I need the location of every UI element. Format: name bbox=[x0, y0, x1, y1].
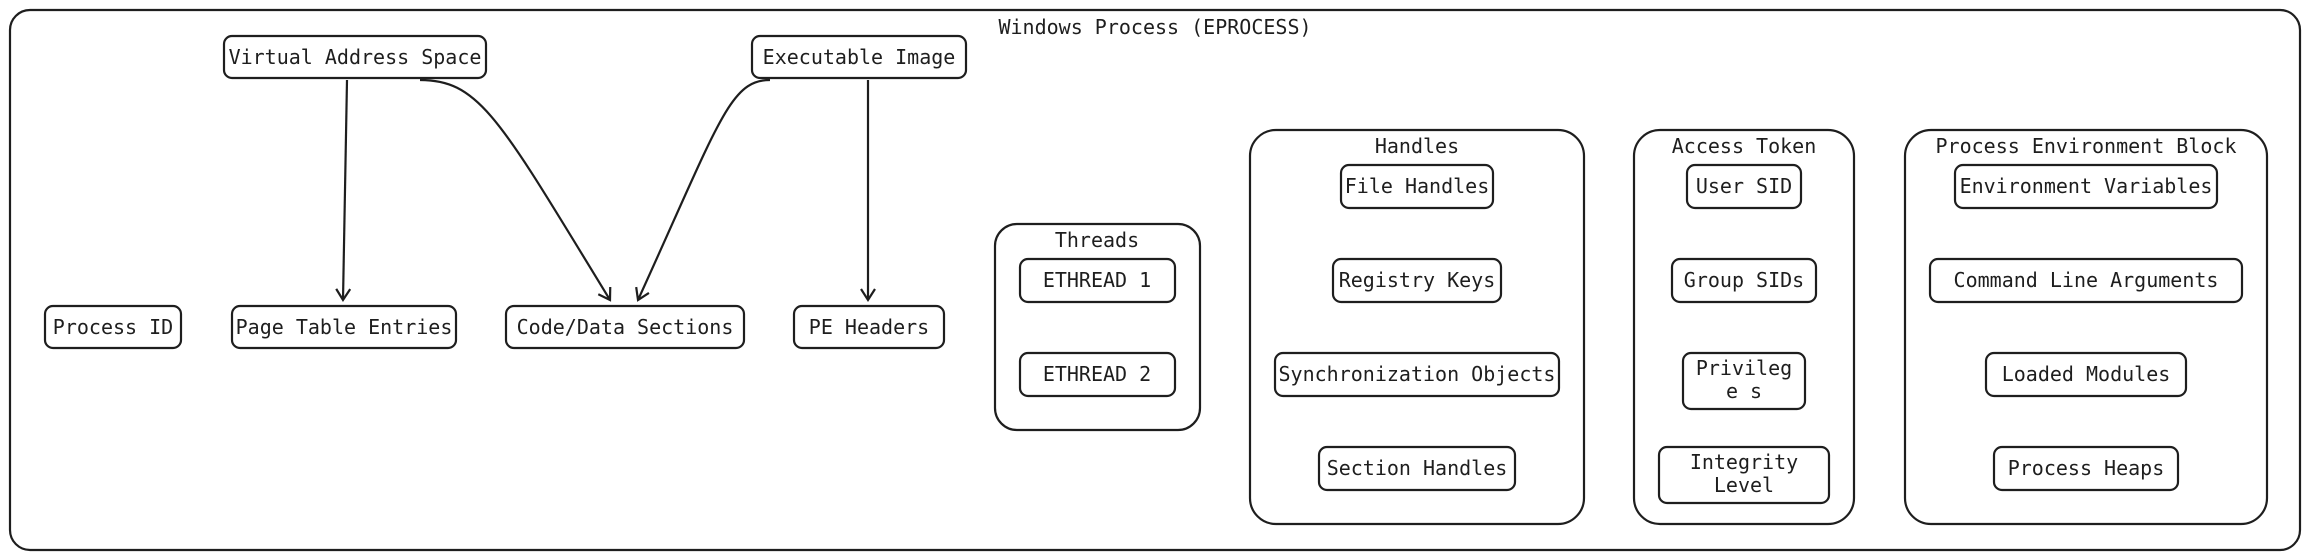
thread-item-1[interactable]: ETHREAD 1 bbox=[1018, 257, 1177, 304]
token-item-user-sid[interactable]: User SID bbox=[1685, 163, 1803, 210]
svg-text:Process Environment Block: Process Environment Block bbox=[1935, 134, 2236, 158]
svg-text:Executable Image: Executable Image bbox=[763, 45, 956, 69]
svg-text:Virtual Address Space: Virtual Address Space bbox=[229, 45, 482, 69]
group-access-token: Access Token bbox=[1632, 128, 1856, 526]
eprocess-title: Windows Process (EPROCESS) bbox=[998, 15, 1311, 39]
handles-item-synchronization-objects[interactable]: Synchronization Objects bbox=[1273, 351, 1561, 398]
svg-text:Section Handles: Section Handles bbox=[1327, 456, 1508, 480]
svg-text:Synchronization Objects: Synchronization Objects bbox=[1279, 362, 1556, 386]
group-handles: Handles bbox=[1248, 128, 1586, 526]
edge-vas-to-pte bbox=[335, 79, 352, 303]
svg-text:Process ID: Process ID bbox=[53, 315, 173, 339]
thread-item-2[interactable]: ETHREAD 2 bbox=[1018, 351, 1177, 398]
svg-text:Command Line Arguments: Command Line Arguments bbox=[1954, 268, 2219, 292]
svg-text:Environment Variables: Environment Variables bbox=[1960, 174, 2213, 198]
node-process-id[interactable]: Process ID bbox=[43, 304, 183, 350]
node-page-table-entries[interactable]: Page Table Entries bbox=[230, 304, 458, 350]
peb-item-command-line-arguments[interactable]: Command Line Arguments bbox=[1928, 257, 2244, 304]
svg-text:User SID: User SID bbox=[1696, 174, 1792, 198]
edge-vas-to-code-data bbox=[419, 78, 612, 302]
token-item-group-sids[interactable]: Group SIDs bbox=[1670, 257, 1818, 304]
svg-text:Code/Data Sections: Code/Data Sections bbox=[517, 315, 734, 339]
edge-exe-to-code-data bbox=[635, 78, 771, 302]
group-threads: Threads bbox=[993, 222, 1202, 432]
svg-text:File Handles: File Handles bbox=[1345, 174, 1490, 198]
svg-text:Group SIDs: Group SIDs bbox=[1684, 268, 1804, 292]
svg-text:PE Headers: PE Headers bbox=[809, 315, 929, 339]
peb-item-environment-variables[interactable]: Environment Variables bbox=[1953, 163, 2219, 210]
node-pe-headers[interactable]: PE Headers bbox=[792, 304, 946, 350]
group-process-environment-block: Process Environment Block bbox=[1903, 128, 2269, 526]
svg-text:Process Heaps: Process Heaps bbox=[2008, 456, 2165, 480]
svg-text:Page Table Entries: Page Table Entries bbox=[236, 315, 453, 339]
svg-text:Loaded Modules: Loaded Modules bbox=[2002, 362, 2171, 386]
node-code-data-sections[interactable]: Code/Data Sections bbox=[504, 304, 746, 350]
svg-text:Threads: Threads bbox=[1055, 228, 1139, 252]
node-executable-image[interactable]: Executable Image bbox=[750, 34, 968, 80]
handles-item-file-handles[interactable]: File Handles bbox=[1339, 163, 1495, 210]
svg-text:ETHREAD 2: ETHREAD 2 bbox=[1043, 362, 1151, 386]
svg-text:Access Token: Access Token bbox=[1672, 134, 1817, 158]
node-virtual-address-space[interactable]: Virtual Address Space bbox=[222, 34, 488, 80]
svg-text:Handles: Handles bbox=[1375, 134, 1459, 158]
eprocess-container bbox=[8, 8, 2302, 552]
svg-text:ETHREAD 1: ETHREAD 1 bbox=[1043, 268, 1151, 292]
handles-item-registry-keys[interactable]: Registry Keys bbox=[1331, 257, 1503, 304]
peb-item-loaded-modules[interactable]: Loaded Modules bbox=[1984, 351, 2188, 398]
svg-text:Registry Keys: Registry Keys bbox=[1339, 268, 1496, 292]
peb-item-process-heaps[interactable]: Process Heaps bbox=[1992, 445, 2180, 492]
handles-item-section-handles[interactable]: Section Handles bbox=[1317, 445, 1517, 492]
